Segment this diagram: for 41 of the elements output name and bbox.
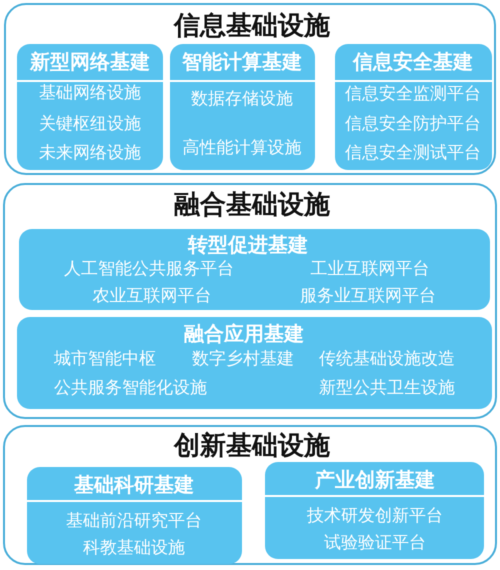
item-text: 传统基础设施改造 <box>319 350 455 370</box>
item-text: 基础网络设施 <box>39 84 141 104</box>
category-heading: 产业创新基建 <box>315 468 435 492</box>
item-text: 数据存储设施 <box>191 90 293 110</box>
section-title: 创新基础设施 <box>174 432 330 462</box>
item-text: 数字乡村基建 <box>192 350 294 370</box>
item-text: 关键枢纽设施 <box>39 115 141 135</box>
item-text: 公共服务智能化设施 <box>54 379 207 399</box>
section-panel <box>3 183 497 419</box>
category-card <box>335 44 492 170</box>
item-text: 高性能计算设施 <box>182 139 302 159</box>
category-card <box>19 229 490 310</box>
item-text: 农业互联网平台 <box>92 287 212 307</box>
item-text: 信息安全测试平台 <box>345 144 481 164</box>
section-panel <box>3 425 497 565</box>
category-heading: 智能计算基建 <box>182 50 302 74</box>
item-text: 未来网络设施 <box>39 144 141 164</box>
item-text: 信息安全防护平台 <box>345 115 481 135</box>
section-title: 融合基础设施 <box>174 191 330 221</box>
item-text: 人工智能公共服务平台 <box>64 260 234 280</box>
category-card <box>170 44 315 170</box>
category-heading: 信息安全基建 <box>353 50 473 74</box>
item-text: 服务业互联网平台 <box>300 287 436 307</box>
item-text: 基础前沿研究平台 <box>66 512 202 532</box>
item-text: 试验验证平台 <box>324 534 426 554</box>
item-text: 工业互联网平台 <box>310 260 430 280</box>
section-panel <box>4 3 496 175</box>
category-card <box>17 44 163 170</box>
item-text: 城市智能中枢 <box>54 350 156 370</box>
category-heading: 基础科研基建 <box>74 474 194 496</box>
item-text: 科教基础设施 <box>83 539 185 559</box>
category-heading: 新型网络基建 <box>30 50 150 74</box>
item-text: 信息安全监测平台 <box>345 85 481 105</box>
item-text: 技术研发创新平台 <box>307 507 443 527</box>
category-heading: 转型促进基建 <box>188 234 308 256</box>
category-card <box>17 317 492 409</box>
section-title: 信息基础设施 <box>174 12 330 42</box>
category-heading: 融合应用基建 <box>184 322 304 346</box>
category-card <box>265 462 484 559</box>
item-text: 新型公共卫生设施 <box>319 379 455 399</box>
category-card <box>27 467 242 564</box>
